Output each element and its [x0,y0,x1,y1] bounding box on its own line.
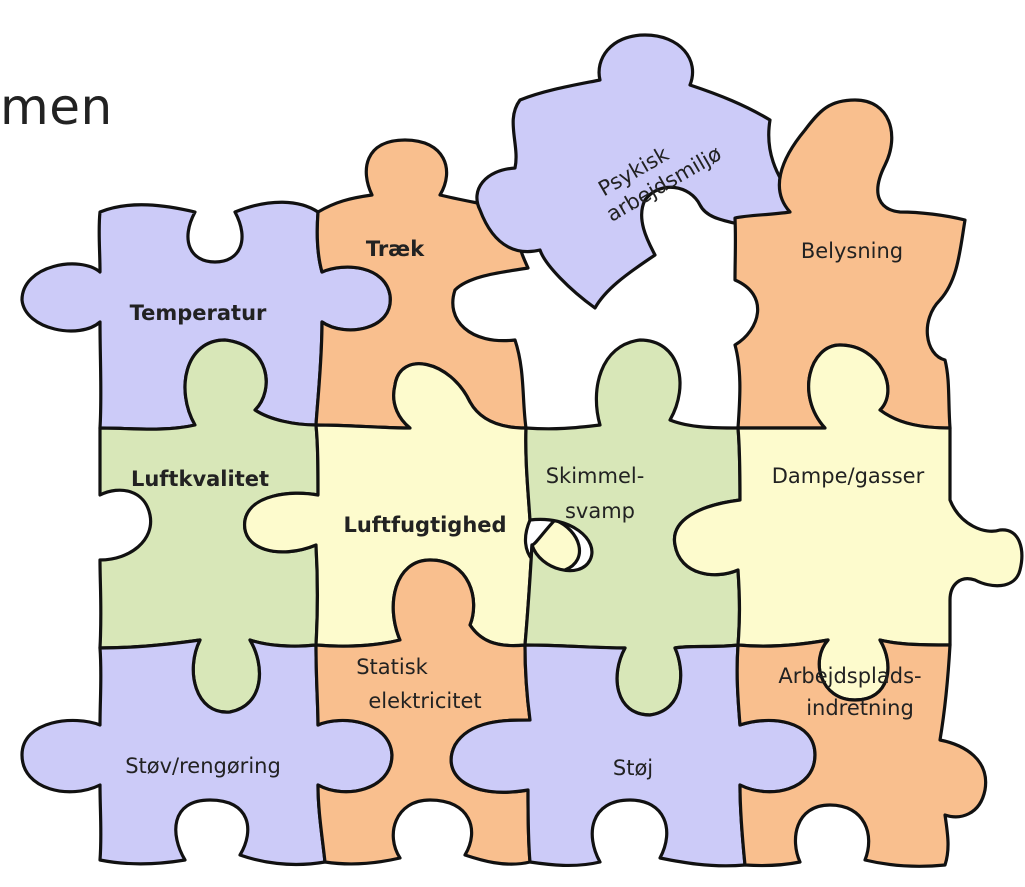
label-stov: Støv/rengøring [125,754,281,778]
puzzle-piece-arbejdsplads [735,638,988,868]
label-skimmel-line1: Skimmel- [546,464,645,488]
label-arbejdsplads-line1: Arbejdsplads- [778,664,921,688]
label-luftfugtighed: Luftfugtighed [343,513,506,537]
label-skimmel-line2: svamp [565,499,635,523]
label-statisk-line2: elektricitet [368,689,481,713]
puzzle-piece-belysning [733,98,967,430]
page-title: men [0,78,113,136]
label-traek: Træk [366,237,425,261]
label-arbejdsplads-line2: indretning [806,696,914,720]
label-temperatur: Temperatur [130,301,267,325]
label-stoj: Støj [613,756,653,780]
label-statisk-line1: Statisk [356,655,428,679]
label-belysning: Belysning [801,239,903,263]
label-luftkvalitet: Luftkvalitet [131,467,269,491]
label-dampe: Dampe/gasser [772,464,925,488]
puzzle-piece-dampe [672,343,1024,702]
